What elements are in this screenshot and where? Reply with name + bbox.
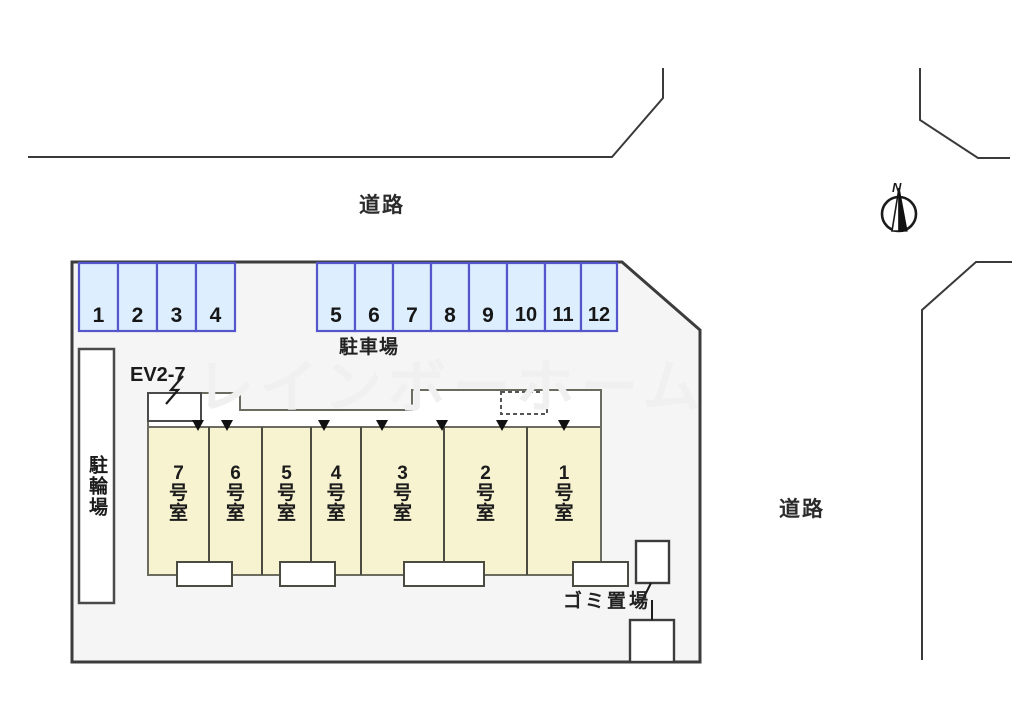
garbage-box-upper (634, 539, 671, 585)
parking-area-label: 駐車場 (339, 337, 400, 358)
parking-stall-label-11: 11 (552, 304, 574, 326)
unit-number-1: 1 (558, 463, 570, 484)
unit-number-3: 3 (397, 463, 408, 484)
balcony-unit-5-4 (279, 561, 336, 587)
unit-label-6: 6 号 室 (209, 463, 262, 525)
entrance-marker-4 (376, 420, 388, 431)
bicycle-parking-outline (77, 347, 116, 605)
entrance-marker-2 (496, 420, 508, 431)
garbage-leader-lines (640, 582, 653, 620)
unit-label-1: 1 号 室 (527, 463, 601, 525)
unit-suffix-4a: 号 (326, 483, 346, 505)
unit-suffix-6b: 室 (225, 503, 245, 525)
unit-suffix-6a: 号 (225, 483, 245, 505)
balcony-unit-3-2 (403, 561, 485, 587)
parking-stall-5 (315, 261, 357, 333)
ev-leader-line (165, 375, 184, 405)
balcony-unit-7-6 (176, 561, 233, 587)
parking-stall-7 (391, 261, 433, 333)
unit-number-6: 6 (230, 463, 241, 484)
entrance-marker-1 (558, 420, 570, 431)
garbage-leader-upper (640, 582, 652, 604)
road-label-top: 道路 (359, 194, 405, 217)
parking-stall-4 (194, 261, 237, 333)
entrance-marker-6 (221, 420, 233, 431)
entrance-marker-7 (192, 420, 204, 431)
unit-suffix-3a: 号 (392, 483, 412, 505)
ev-leader-path (165, 375, 184, 405)
unit-suffix-3b: 室 (392, 503, 412, 525)
parking-stall-3 (155, 261, 198, 333)
garbage-box-lower (628, 618, 676, 664)
unit-label-2: 2 号 室 (444, 463, 527, 525)
parking-stall-label-4: 4 (209, 304, 222, 327)
parking-stall-8 (429, 261, 471, 333)
road-edge-top-left (28, 68, 664, 158)
unit-suffix-5b: 室 (276, 503, 296, 525)
parking-stall-1 (77, 261, 120, 333)
entrance-marker-5 (318, 420, 330, 431)
unit-number-5: 5 (281, 463, 292, 484)
compass-north-label: N (892, 180, 902, 195)
parking-stall-label-10: 10 (514, 304, 538, 326)
building-block (147, 420, 629, 587)
road-boundary-lines (28, 68, 1012, 660)
compass-needle-east (898, 187, 908, 232)
garbage-area-label: ゴミ置場 (563, 591, 652, 612)
parking-stall-6 (353, 261, 395, 333)
parking-stall-label-3: 3 (170, 304, 183, 327)
unit-number-4: 4 (330, 463, 342, 484)
parking-stall-11 (543, 261, 583, 333)
parking-stall-label-6: 6 (368, 304, 380, 327)
parking-stall-label-8: 8 (444, 304, 456, 327)
unit-dividers (208, 427, 528, 575)
parking-stall-9 (467, 261, 509, 333)
bicycle-parking-label: 駐輪場 (86, 455, 107, 518)
balcony-unit-1 (572, 561, 629, 587)
unit-label-3: 3 号 室 (361, 463, 444, 525)
unit-suffix-7a: 号 (168, 483, 188, 505)
parking-stall-label-2: 2 (131, 304, 144, 327)
parking-stall-label-12: 12 (587, 304, 611, 326)
parking-stall-label-5: 5 (330, 304, 342, 327)
unit-label-7: 7 号 室 (148, 463, 209, 525)
bicycle-parking-area (77, 347, 116, 605)
unit-suffix-2b: 室 (475, 503, 495, 525)
road-edge-right (921, 261, 1012, 660)
unit-number-2: 2 (480, 463, 491, 484)
unit-suffix-5a: 号 (276, 483, 296, 505)
unit-label-5: 5 号 室 (262, 463, 311, 525)
parking-stall-label-1: 1 (92, 304, 105, 327)
balcony-boxes (176, 561, 629, 587)
ev-cabinet-box (147, 392, 202, 422)
road-label-right: 道路 (779, 498, 825, 521)
parking-stalls-right (315, 261, 619, 333)
utility-dashed-box (500, 391, 548, 415)
parking-stall-10 (505, 261, 547, 333)
compass-rose (880, 187, 918, 233)
unit-number-7: 7 (173, 463, 184, 484)
parking-stall-label-7: 7 (406, 304, 418, 327)
road-edge-top-right (919, 68, 1010, 159)
unit-label-4: 4 号 室 (311, 463, 361, 525)
unit-suffix-1b: 室 (554, 503, 574, 525)
parking-stall-label-9: 9 (482, 304, 494, 327)
unit-suffix-4b: 室 (326, 503, 346, 525)
building-outline (147, 426, 602, 576)
unit-suffix-7b: 室 (168, 503, 188, 525)
garbage-area (628, 539, 676, 664)
parking-stall-12 (579, 261, 619, 333)
ev-label: EV2-7 (130, 364, 186, 386)
entrance-marker-3 (436, 420, 448, 431)
parking-stalls-left (77, 261, 237, 333)
entrance-markers (192, 420, 570, 431)
unit-suffix-2a: 号 (475, 483, 495, 505)
unit-suffix-1a: 号 (554, 483, 574, 505)
